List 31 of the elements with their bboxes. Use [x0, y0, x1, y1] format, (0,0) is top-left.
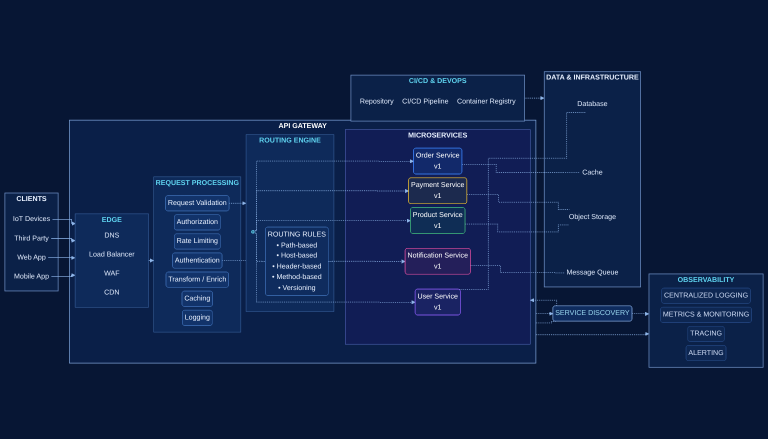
cluster — [4, 192, 58, 292]
cluster — [246, 134, 334, 312]
arrow — [253, 218, 411, 232]
connector — [470, 265, 565, 274]
arrow — [148, 258, 154, 263]
connector — [462, 164, 580, 174]
arrow — [252, 159, 414, 232]
cluster — [350, 74, 525, 122]
arrow — [228, 201, 246, 206]
node-circle — [251, 230, 255, 234]
arrow — [252, 232, 416, 304]
cluster — [648, 274, 764, 368]
arrow — [524, 96, 544, 100]
arrow — [632, 312, 650, 316]
arrow — [52, 219, 76, 226]
arrow — [50, 238, 76, 243]
arrow — [536, 332, 650, 336]
cluster — [544, 71, 641, 288]
arrow — [48, 256, 76, 260]
connector — [466, 194, 570, 210]
cluster — [345, 129, 530, 344]
arrow — [328, 259, 406, 264]
cluster — [74, 214, 149, 308]
cluster — [69, 120, 536, 364]
arrow — [51, 273, 76, 278]
arrow — [536, 312, 554, 316]
connector — [536, 321, 556, 324]
cluster — [154, 176, 242, 332]
connector — [222, 260, 246, 261]
connector — [464, 224, 570, 232]
arrow — [252, 188, 410, 232]
